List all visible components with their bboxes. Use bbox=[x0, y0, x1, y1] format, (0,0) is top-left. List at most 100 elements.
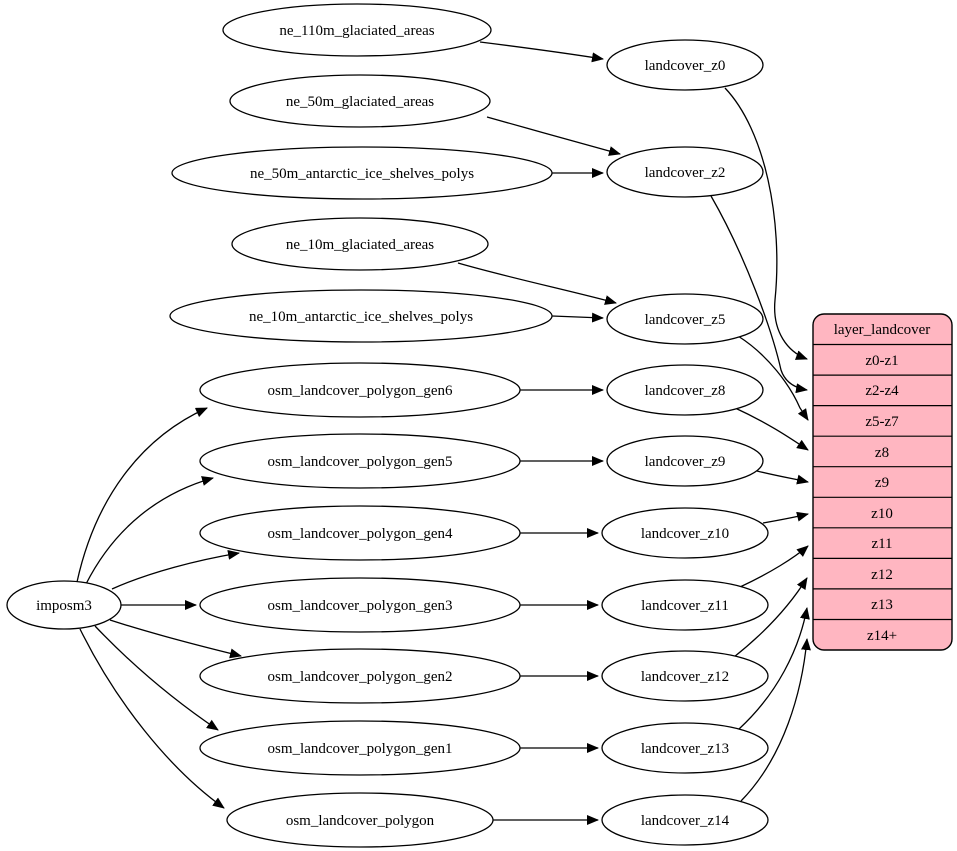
node-ne-50m-glaciated-areas: ne_50m_glaciated_areas bbox=[229, 74, 491, 128]
node-ne-110m-glaciated-areas-shape bbox=[222, 3, 492, 57]
node-osm-landcover-polygon-gen1-shape bbox=[199, 720, 521, 776]
table-row-label-z14plus: z14+ bbox=[867, 628, 897, 644]
node-landcover-z10-shape bbox=[601, 507, 769, 559]
node-osm-landcover-polygon-gen2-shape bbox=[199, 648, 521, 704]
node-osm-landcover-polygon-gen5-label: osm_landcover_polygon_gen5 bbox=[268, 454, 453, 470]
node-landcover-z2: landcover_z2 bbox=[606, 146, 764, 198]
node-ne-10m-antarctic-ice-shelves-polys-label: ne_10m_antarctic_ice_shelves_polys bbox=[249, 309, 473, 325]
edge-imposm3-to-osm-landcover-polygon-gen4 bbox=[111, 549, 240, 590]
node-ne-10m-antarctic-ice-shelves-polys: ne_10m_antarctic_ice_shelves_polys bbox=[169, 289, 553, 343]
node-osm-landcover-polygon-gen3: osm_landcover_polygon_gen3 bbox=[199, 577, 521, 633]
edge-landcover-z2-to-row-z2-z4 bbox=[710, 195, 808, 394]
node-osm-landcover-polygon-gen1: osm_landcover_polygon_gen1 bbox=[199, 720, 521, 776]
node-osm-landcover-polygon-gen4-shape bbox=[199, 505, 521, 561]
edge-landcover-z11-to-row-z11 bbox=[739, 545, 809, 588]
node-landcover-z10-label: landcover_z10 bbox=[641, 526, 729, 542]
node-ne-10m-glaciated-areas-label: ne_10m_glaciated_areas bbox=[286, 237, 434, 253]
node-landcover-z11-label: landcover_z11 bbox=[641, 598, 729, 614]
table-row-label-z11: z11 bbox=[871, 536, 892, 552]
edge-imposm3-to-osm-landcover-polygon-gen6 bbox=[76, 407, 208, 583]
node-ne-110m-glaciated-areas: ne_110m_glaciated_areas bbox=[222, 3, 492, 57]
layer-landcover-table: layer_landcover z0-z1 z2-z4 z5-z7 z8 z9 … bbox=[812, 313, 953, 651]
edge-landcover-z0-to-row-z0-z1 bbox=[724, 87, 808, 360]
table-row-label-z13: z13 bbox=[871, 597, 893, 613]
node-landcover-z9-label: landcover_z9 bbox=[645, 454, 726, 470]
node-ne-50m-antarctic-ice-shelves-polys-shape bbox=[171, 146, 553, 200]
node-landcover-z8-label: landcover_z8 bbox=[645, 383, 726, 399]
edge-ne-10m-antarctic-ice-shelves-polys-to-landcover-z5 bbox=[551, 312, 604, 323]
node-osm-landcover-polygon-gen2: osm_landcover_polygon_gen2 bbox=[199, 648, 521, 704]
node-landcover-z5-label: landcover_z5 bbox=[645, 312, 726, 328]
node-osm-landcover-polygon-shape bbox=[226, 792, 494, 848]
table-row-label-z2-z4: z2-z4 bbox=[865, 383, 899, 399]
edge-ne-110m-glaciated-areas-to-landcover-z0 bbox=[479, 41, 604, 63]
node-ne-10m-antarctic-ice-shelves-polys-shape bbox=[169, 289, 553, 343]
node-osm-landcover-polygon-gen5: osm_landcover_polygon_gen5 bbox=[199, 433, 521, 489]
node-landcover-z0-shape bbox=[606, 39, 764, 91]
node-osm-landcover-polygon-gen1-label: osm_landcover_polygon_gen1 bbox=[268, 741, 453, 757]
node-osm-landcover-polygon-gen6: osm_landcover_polygon_gen6 bbox=[199, 362, 521, 418]
node-landcover-z12-label: landcover_z12 bbox=[641, 669, 729, 685]
edge-landcover-z14-to-row-z14plus bbox=[740, 638, 811, 802]
node-ne-50m-antarctic-ice-shelves-polys-label: ne_50m_antarctic_ice_shelves_polys bbox=[250, 166, 474, 182]
node-ne-50m-glaciated-areas-shape bbox=[229, 74, 491, 128]
node-osm-landcover-polygon-gen2-label: osm_landcover_polygon_gen2 bbox=[268, 669, 453, 685]
table-row-label-z10: z10 bbox=[871, 506, 893, 522]
table-title: layer_landcover bbox=[834, 322, 931, 338]
node-landcover-z10: landcover_z10 bbox=[601, 507, 769, 559]
node-landcover-z2-label: landcover_z2 bbox=[645, 165, 726, 181]
node-imposm3-shape bbox=[6, 580, 122, 630]
node-landcover-z12: landcover_z12 bbox=[601, 650, 769, 702]
node-osm-landcover-polygon-label: osm_landcover_polygon bbox=[286, 813, 435, 829]
edge-imposm3-to-osm-landcover-polygon bbox=[79, 628, 225, 809]
node-landcover-z11-shape bbox=[601, 579, 769, 631]
node-landcover-z12-shape bbox=[601, 650, 769, 702]
node-ne-10m-glaciated-areas: ne_10m_glaciated_areas bbox=[231, 217, 489, 271]
edge-imposm3-to-osm-landcover-polygon-gen2 bbox=[109, 619, 242, 659]
node-landcover-z5: landcover_z5 bbox=[606, 293, 764, 345]
node-landcover-z0: landcover_z0 bbox=[606, 39, 764, 91]
node-osm-landcover-polygon-gen6-shape bbox=[199, 362, 521, 418]
node-landcover-z8: landcover_z8 bbox=[606, 364, 764, 416]
node-osm-landcover-polygon: osm_landcover_polygon bbox=[226, 792, 494, 848]
table-row-label-z0-z1: z0-z1 bbox=[865, 353, 898, 369]
node-imposm3-label: imposm3 bbox=[36, 598, 92, 614]
node-ne-50m-antarctic-ice-shelves-polys: ne_50m_antarctic_ice_shelves_polys bbox=[171, 146, 553, 200]
edge-landcover-z5-to-row-z5-z7 bbox=[737, 335, 809, 421]
node-ne-50m-glaciated-areas-label: ne_50m_glaciated_areas bbox=[286, 94, 434, 110]
node-landcover-z13-shape bbox=[601, 722, 769, 774]
node-osm-landcover-polygon-gen4-label: osm_landcover_polygon_gen4 bbox=[268, 526, 453, 542]
edge-landcover-z12-to-row-z12 bbox=[733, 577, 808, 658]
table-row-label-z8: z8 bbox=[875, 445, 889, 461]
edge-landcover-z13-to-row-z13 bbox=[738, 607, 810, 730]
edge-ne-10m-glaciated-areas-to-landcover-z5 bbox=[457, 262, 617, 305]
node-landcover-z9-shape bbox=[606, 435, 764, 487]
node-ne-10m-glaciated-areas-shape bbox=[231, 217, 489, 271]
node-osm-landcover-polygon-gen3-shape bbox=[199, 577, 521, 633]
node-ne-110m-glaciated-areas-label: ne_110m_glaciated_areas bbox=[279, 23, 434, 39]
node-osm-landcover-polygon-gen4: osm_landcover_polygon_gen4 bbox=[199, 505, 521, 561]
node-landcover-z14-shape bbox=[601, 794, 769, 846]
node-landcover-z9: landcover_z9 bbox=[606, 435, 764, 487]
node-landcover-z14-label: landcover_z14 bbox=[641, 813, 730, 829]
table-outline bbox=[812, 313, 953, 651]
node-landcover-z13: landcover_z13 bbox=[601, 722, 769, 774]
node-landcover-z11: landcover_z11 bbox=[601, 579, 769, 631]
node-landcover-z13-label: landcover_z13 bbox=[641, 741, 729, 757]
node-imposm3: imposm3 bbox=[6, 580, 122, 630]
node-osm-landcover-polygon-gen6-label: osm_landcover_polygon_gen6 bbox=[268, 383, 453, 399]
edge-imposm3-to-osm-landcover-polygon-gen1 bbox=[94, 625, 219, 731]
edge-landcover-z9-to-row-z9 bbox=[756, 470, 809, 485]
node-osm-landcover-polygon-gen5-shape bbox=[199, 433, 521, 489]
node-osm-landcover-polygon-gen3-label: osm_landcover_polygon_gen3 bbox=[268, 598, 453, 614]
edge-imposm3-to-osm-landcover-polygon-gen5 bbox=[85, 476, 214, 585]
node-landcover-z8-shape bbox=[606, 364, 764, 416]
edge-landcover-z10-to-row-z10 bbox=[762, 511, 809, 524]
node-landcover-z2-shape bbox=[606, 146, 764, 198]
node-landcover-z0-label: landcover_z0 bbox=[645, 58, 726, 74]
table-row-label-z9: z9 bbox=[875, 475, 889, 491]
table-row-label-z5-z7: z5-z7 bbox=[865, 414, 899, 430]
table-row-label-z12: z12 bbox=[871, 567, 893, 583]
